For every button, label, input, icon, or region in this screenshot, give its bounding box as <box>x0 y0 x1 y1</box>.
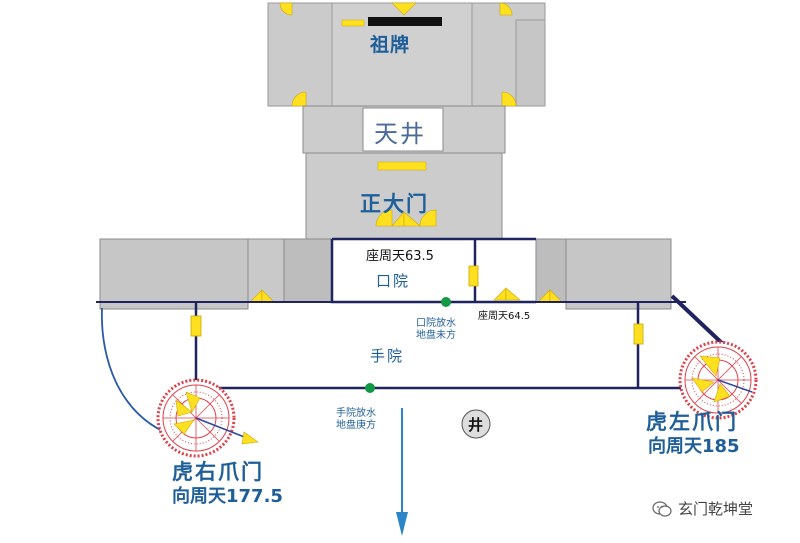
main-gate-label: 正大门 <box>360 192 429 216</box>
kou-yard-bearing-label: 座周天64.5 <box>478 311 531 322</box>
front-wings <box>99 238 672 310</box>
door-swing-icon <box>391 2 417 16</box>
courtyard-block <box>302 105 506 154</box>
kou-yard-water-label-2: 地盘未方 <box>416 330 456 341</box>
shou-yard-water-point <box>365 383 375 393</box>
courtyard-label: 天井 <box>374 120 426 148</box>
left-gate-compass-icon <box>678 340 758 420</box>
outflow-arrow-icon <box>396 408 408 536</box>
kou-yard-water-point <box>441 297 451 307</box>
watermark: 玄门乾坤堂 <box>652 498 753 519</box>
well-icon <box>461 409 491 439</box>
right-gate-bearing: 向周天177.5 <box>172 486 283 507</box>
ancestral-tablet-label: 祖牌 <box>370 34 411 56</box>
kou-yard-label: 口院 <box>376 272 411 290</box>
left-gate-title: 虎左爪门 <box>646 410 738 434</box>
right-gate-title: 虎右爪门 <box>172 460 264 484</box>
ancestral-tablet-bar <box>368 17 442 26</box>
ancestral-hall <box>267 2 546 107</box>
main-gate-block <box>305 152 503 240</box>
right-gate-compass-icon <box>156 378 259 458</box>
shou-yard-label: 手院 <box>370 347 405 365</box>
main-gate-bearing-label: 座周天63.5 <box>366 249 434 264</box>
watermark-text: 玄门乾坤堂 <box>678 500 754 518</box>
left-gate-bearing: 向周天185 <box>648 436 740 457</box>
shou-yard-water-label: 手院放水 <box>336 408 376 419</box>
gate-markers <box>190 265 644 345</box>
well-label: 井 <box>468 416 484 434</box>
wechat-icon <box>652 500 672 517</box>
kou-yard-water-label: 口院放水 <box>416 318 456 329</box>
yard-walls <box>96 237 744 390</box>
shou-yard-water-label-2: 地盘庚方 <box>336 420 376 431</box>
